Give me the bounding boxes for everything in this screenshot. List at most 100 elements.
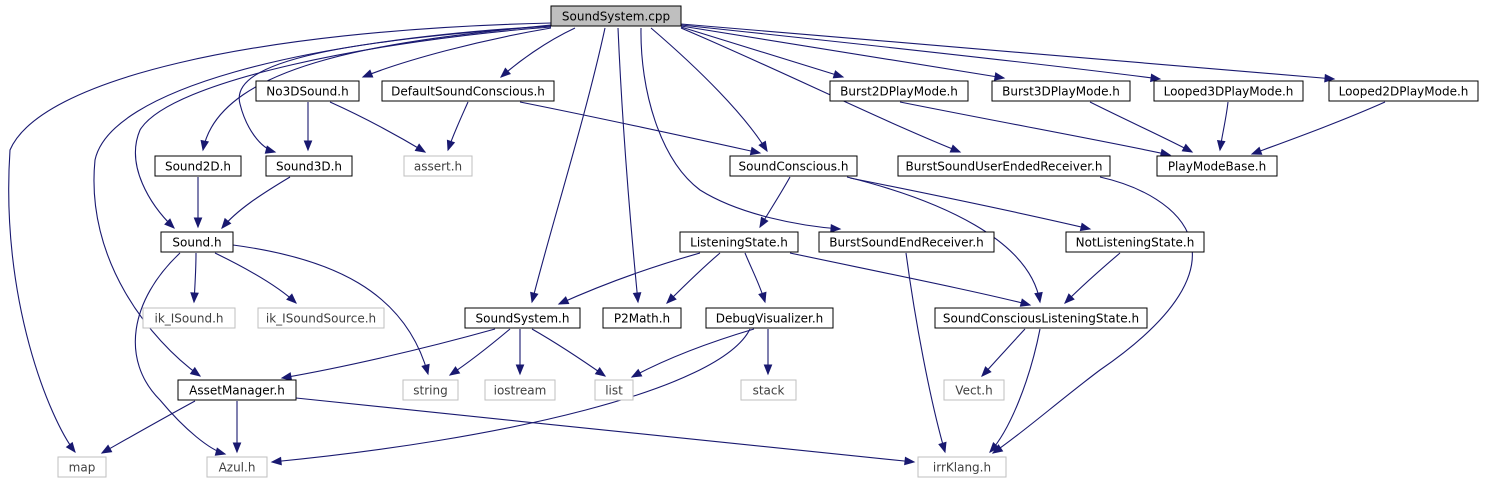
node-label: Looped3DPlayMode.h xyxy=(1164,85,1294,99)
node-label: stack xyxy=(753,384,785,398)
edge-b2d-to-pmb xyxy=(899,101,1172,158)
node-box xyxy=(257,307,385,329)
edge-line xyxy=(680,26,844,78)
node-map: map xyxy=(57,456,107,478)
edge-arrowhead xyxy=(232,442,242,454)
node-label: No3DSound.h xyxy=(266,85,348,99)
node-box xyxy=(991,80,1131,102)
node-scls[interactable]: SoundConsciousListeningState.h xyxy=(934,307,1148,329)
node-dbg[interactable]: DebugVisualizer.h xyxy=(705,307,834,329)
edge-line xyxy=(789,252,1031,306)
node-defcon[interactable]: DefaultSoundConscious.h xyxy=(381,80,555,102)
node-label: Looped2DPlayMode.h xyxy=(1339,85,1469,99)
edge-arrowhead xyxy=(193,217,203,229)
edge-line xyxy=(680,23,1335,80)
node-box xyxy=(1065,231,1205,253)
edge-arrowhead xyxy=(1019,298,1032,307)
edge-root-to-bsuer xyxy=(680,27,962,153)
edge-arrowhead xyxy=(515,364,525,376)
edge-arrowhead xyxy=(530,291,539,304)
edge-line xyxy=(101,400,196,454)
edge-root-to-p2m xyxy=(617,27,642,304)
edge-arrowhead xyxy=(1064,293,1075,304)
node-pmb[interactable]: PlayModeBase.h xyxy=(1156,155,1278,177)
node-scon[interactable]: SoundConscious.h xyxy=(729,155,858,177)
edge-root-to-ssh xyxy=(530,27,606,304)
edge-scon-to-nlstate xyxy=(849,177,1092,232)
node-label: Vect.h xyxy=(955,384,992,398)
edge-am-to-map xyxy=(100,400,196,454)
node-l3d[interactable]: Looped3DPlayMode.h xyxy=(1153,80,1304,102)
node-box xyxy=(829,80,969,102)
node-s3d[interactable]: Sound3D.h xyxy=(265,155,353,177)
node-b2d[interactable]: Burst2DPlayMode.h xyxy=(829,80,969,102)
edge-line xyxy=(558,252,701,305)
edge-line xyxy=(519,101,761,154)
edges-layer xyxy=(8,22,1386,466)
node-label: SoundSystem.cpp xyxy=(562,10,670,24)
node-s2d[interactable]: Sound2D.h xyxy=(154,155,242,177)
node-list: list xyxy=(594,379,634,401)
edge-root-to-scon xyxy=(650,27,768,153)
node-box xyxy=(265,155,353,177)
edge-scon-to-lstate xyxy=(759,176,791,229)
node-box xyxy=(255,80,360,102)
node-lstate[interactable]: ListeningState.h xyxy=(679,231,799,253)
edge-line xyxy=(134,252,226,455)
node-assert: assert.h xyxy=(403,155,473,177)
edge-root-to-sound xyxy=(134,26,552,229)
node-bsuer[interactable]: BurstSoundUserEndedReceiver.h xyxy=(897,155,1111,177)
node-p2m[interactable]: P2Math.h xyxy=(602,307,682,329)
node-l2d[interactable]: Looped2DPlayMode.h xyxy=(1328,80,1479,102)
edge-scon-to-scls xyxy=(846,176,1043,304)
edge-arrowhead xyxy=(1250,146,1263,155)
node-bser[interactable]: BurstSoundEndReceiver.h xyxy=(818,231,995,253)
edge-arrowhead xyxy=(421,363,430,376)
edge-ssh-to-string xyxy=(448,328,511,376)
edge-line xyxy=(1089,101,1193,153)
edge-lstate-to-dbg xyxy=(744,252,767,304)
edge-line xyxy=(640,27,841,230)
node-box xyxy=(464,307,581,329)
node-vect: Vect.h xyxy=(943,379,1005,401)
node-sound[interactable]: Sound.h xyxy=(160,231,234,253)
node-nlstate[interactable]: NotListeningState.h xyxy=(1065,231,1205,253)
edge-arrowhead xyxy=(1150,73,1162,83)
node-root[interactable]: SoundSystem.cpp xyxy=(550,5,682,27)
node-am[interactable]: AssetManager.h xyxy=(177,379,297,401)
edge-line xyxy=(221,176,291,229)
node-no3d[interactable]: No3DSound.h xyxy=(255,80,360,102)
edge-sound-to-ikss xyxy=(214,252,297,304)
node-box xyxy=(177,379,297,401)
edge-line xyxy=(631,328,755,378)
edge-bser-to-irr xyxy=(905,252,947,454)
edge-ssh-to-iostream xyxy=(515,329,525,376)
edge-arrowhead xyxy=(904,456,916,466)
edge-line xyxy=(295,397,915,463)
edge-arrowhead xyxy=(446,139,456,152)
node-box xyxy=(550,5,682,27)
node-label: ListeningState.h xyxy=(690,236,788,250)
edge-line xyxy=(981,328,1026,377)
edge-line xyxy=(214,252,297,304)
edge-l3d-to-pmb xyxy=(1216,101,1229,152)
edge-nlstate-to-scls xyxy=(1064,252,1121,304)
edge-line xyxy=(899,101,1171,156)
edge-root-to-no3d xyxy=(361,27,552,78)
edge-arrowhead xyxy=(361,69,374,78)
edge-ssh-to-list xyxy=(531,328,607,377)
node-box xyxy=(1153,80,1304,102)
node-box xyxy=(943,379,1005,401)
node-label: SoundConscious.h xyxy=(739,160,849,174)
edge-root-to-l3d xyxy=(680,24,1162,83)
edge-b3d-to-pmb xyxy=(1089,101,1194,153)
node-b3d[interactable]: Burst3DPlayMode.h xyxy=(991,80,1131,102)
node-label: Burst3DPlayMode.h xyxy=(1002,85,1120,99)
edge-arrowhead xyxy=(763,364,773,376)
node-label: SoundSystem.h xyxy=(476,312,570,326)
edge-arrowhead xyxy=(1181,143,1194,153)
node-ssh[interactable]: SoundSystem.h xyxy=(464,307,581,329)
edge-arrowhead xyxy=(1079,222,1092,232)
edge-root-to-map xyxy=(8,22,552,454)
